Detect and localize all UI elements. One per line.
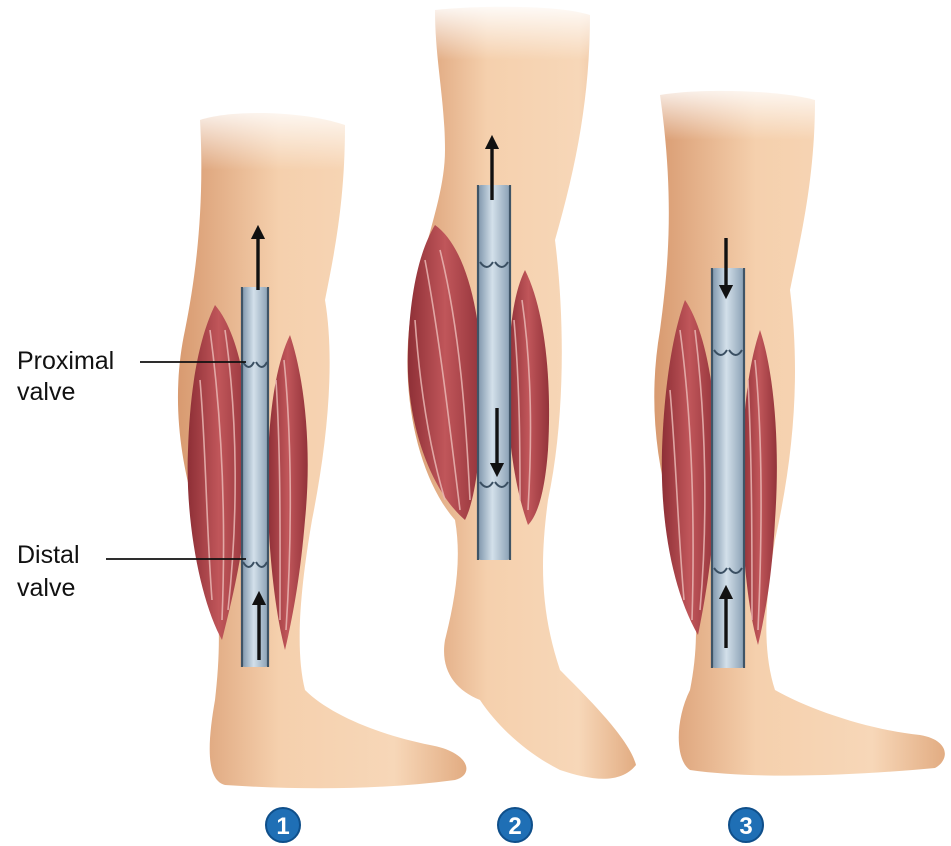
step-badge-3: 3 (729, 808, 763, 842)
panel-2 (407, 0, 636, 779)
step-number-1: 1 (276, 813, 289, 840)
proximal-label-line1: Proximal (17, 347, 114, 375)
proximal-label-line2: valve (17, 378, 75, 406)
leg-3-fade (640, 80, 840, 140)
leg-2-fade (420, 0, 610, 60)
panel-3 (640, 80, 945, 776)
leg-1-fade (180, 100, 370, 170)
step-number-2: 2 (508, 813, 521, 840)
distal-label-line2: valve (17, 574, 75, 602)
vein-2 (478, 185, 510, 560)
step-badge-2: 2 (498, 808, 532, 842)
step-number-3: 3 (739, 813, 752, 840)
vein-3 (712, 268, 744, 668)
vein-1 (242, 287, 268, 667)
distal-label-line1: Distal (17, 541, 80, 569)
step-badge-1: 1 (266, 808, 300, 842)
